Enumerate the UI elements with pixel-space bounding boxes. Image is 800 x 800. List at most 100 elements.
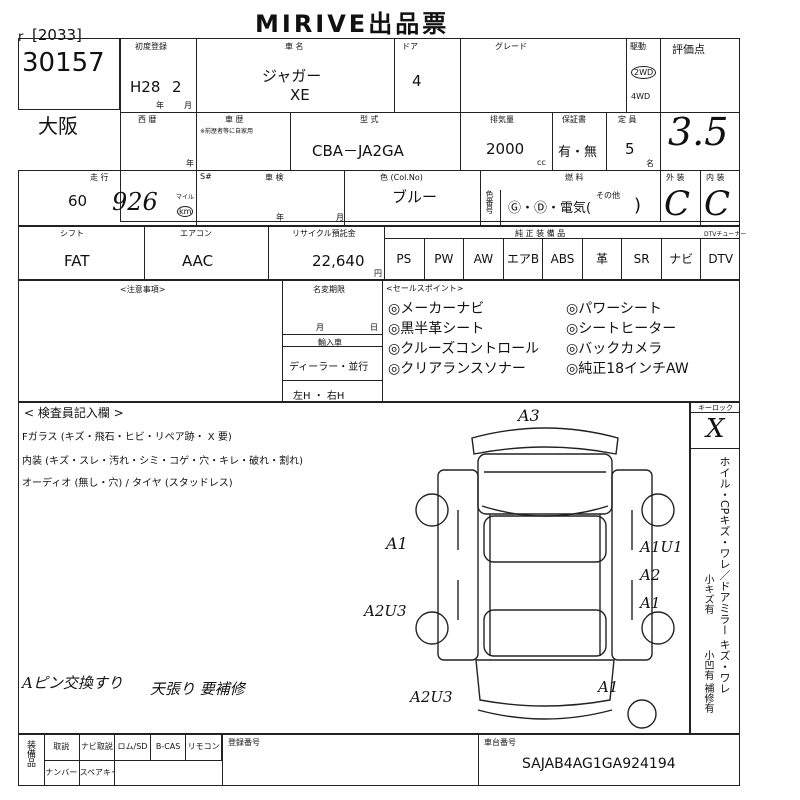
mark-a2: A2 [640,566,661,584]
ref-prefix: r [18,30,24,45]
import-label: 輸入車 [318,338,342,347]
mark-a1u1: A1U1 [640,538,683,556]
page-title: MIRIVE出品票 [255,10,450,38]
mileage-unit-km: km [177,206,194,217]
side-note-small-scratch: 小キズ有 [702,574,713,614]
first-reg-year-unit: 年 [156,101,164,110]
car-name-label: 車 名 [285,42,304,51]
equipment-item: PS [396,252,412,266]
inspection-label: 車 検 [265,173,284,182]
ac-value: AAC [182,252,214,270]
exterior-grade: C [664,184,691,224]
inspection-year: 年 [276,213,284,222]
equipment-item: ABS [542,238,582,280]
equipment-item: SR [621,238,661,280]
displacement-label: 排気量 [490,115,514,124]
drive-opt-4wd: 4WD [631,92,651,101]
handle-side: 左H ・ 右H [293,391,345,402]
mark-a1-right: A1 [640,594,661,612]
car-name: ジャガー [262,67,322,85]
recycle-unit: 円 [374,269,382,278]
doors-value: 4 [412,72,422,90]
footer-item: スペアキー [80,760,116,786]
fuel-options: Ⓖ・Ⓓ・電気( [508,201,592,216]
fuel-other-label: その他 [596,191,620,200]
first-reg-label: 初度登録 [135,42,167,51]
ref-number: [2033] [32,26,82,44]
sharyo-label: 車 歴 [225,115,244,124]
score-value: 3.5 [668,110,729,154]
sales-point-item: ◎純正18インチAW [566,361,689,377]
displacement-value: 2000 [486,140,525,158]
equipment-item: 革 [581,238,622,280]
nishiki-unit: 年 [186,159,194,168]
fuel-close: ) [634,195,642,216]
interior-grade: C [704,184,731,224]
first-reg-month: 2 [172,78,182,96]
capacity-value: 5 [625,140,635,158]
score-label: 評価点 [672,43,705,56]
grade-label: グレード [495,42,527,51]
sales-point-item: ◎クルーズコントロール [388,341,540,357]
equipment-item: エアB [502,238,543,280]
warranty-value: 有・無 [558,145,598,160]
drive-opt-2wd: 2WD [631,66,657,79]
reg-number-label: 登録番号 [228,738,260,747]
mileage-label: 走 行 [90,173,109,182]
hand-note-pillar: Aピン交換すり [22,674,123,692]
first-reg-month-unit: 月 [184,101,192,110]
sales-point-item: ◎黒半革シート [388,321,485,337]
color-value: ブルー [392,188,438,206]
footer-item: 取説 [44,734,80,760]
main-top-table [120,38,740,222]
fuel-label: 燃 料 [565,173,584,182]
nishiki-label: 西 暦 [138,115,157,124]
displacement-unit: cc [537,158,546,167]
notes-label: <注意事項> [120,285,166,294]
keylock-label: キーロック [698,404,733,412]
lot-number: 30157 [22,48,105,78]
mark-a2u3-bottom: A2U3 [410,688,453,706]
recycle-label: リサイクル預託金 [292,229,356,238]
side-note-wheel-mirror: ホイル・CPキズ・ワレ／ドアミラー キズ・ワレ [718,456,731,694]
model-code: CBA－JA2GA [312,142,404,160]
mark-a3: A3 [518,406,540,425]
sharyo-sub: ※前歴者等に自家用 [200,128,254,135]
name-change-month: 月 [316,323,324,332]
inspector-label: < 検査員記入欄 > [24,406,124,420]
footer-equipment-label: 装備品 [25,740,35,767]
sales-point-item: ◎パワーシート [566,301,662,317]
mark-a1-left: A1 [386,534,408,553]
sales-point-item: ◎クリアランスソナー [388,361,526,377]
mileage-prefix: 60 [68,192,88,210]
equipment-item: ナビ [660,238,701,280]
region: 大阪 [38,114,78,138]
mileage-hand: 926 [112,188,158,216]
model-label: 型 式 [360,115,379,124]
hand-note-ceiling: 天張り 要補修 [150,680,245,698]
color-num-label: 色番号 [485,190,494,214]
import-value: ディーラー・並行 [289,362,369,373]
sw-label: S# [200,172,212,181]
capacity-label: 定 員 [618,115,637,124]
inspector-audio-tire: オーディオ (無し・穴) / タイヤ (スタッドレス) [22,478,233,489]
first-reg-era: H28 [130,78,161,96]
ac-label: エアコン [180,229,212,238]
color-label: 色 (Col.No) [380,173,423,182]
doors-label: ドア [402,42,418,51]
mark-a2u3-left: A2U3 [364,602,407,620]
recycle-value: 22,640 [312,252,365,270]
exterior-label: 外 装 [666,173,685,182]
inspection-month: 月 [336,213,344,222]
car-diagram [415,427,675,729]
equipment-item: DTV [700,238,740,280]
equipment-item: PW [423,238,464,280]
keylock-mark: X [706,414,725,444]
drive-label: 駆動 [630,42,646,51]
footer-item: B-CAS [151,734,187,760]
vin-label: 車台番号 [484,738,516,747]
car-model-sub: XE [290,86,310,104]
shift-label: シフト [60,229,84,238]
capacity-unit: 名 [646,159,654,168]
equipment-item: AW [463,238,503,280]
